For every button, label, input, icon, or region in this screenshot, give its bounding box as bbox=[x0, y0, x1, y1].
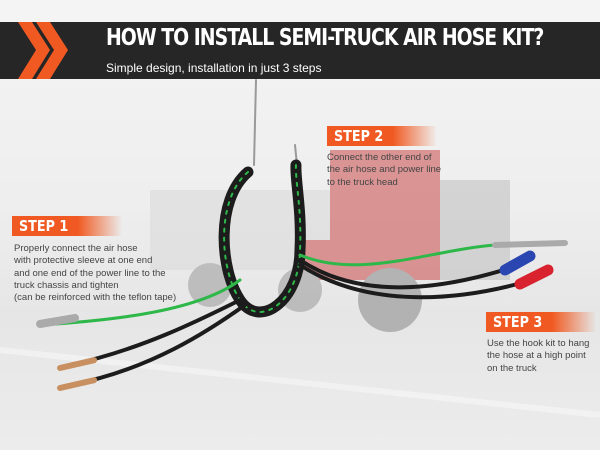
step-1-line: Properly connect the air hose bbox=[14, 243, 138, 254]
step-1-line: truck chassis and tighten bbox=[14, 279, 119, 291]
step-2-line: the air hose and power line bbox=[327, 164, 442, 176]
step-1-line: and one end of the power line to the bbox=[14, 267, 166, 279]
step-1-line: (can be reinforced with the teflon tape) bbox=[14, 292, 177, 304]
page-subtitle: Simple design, installation in just 3 st… bbox=[106, 61, 322, 75]
step-1-text: Properly connect the air hose with prote… bbox=[14, 243, 176, 304]
chevron-arrows-icon bbox=[18, 22, 68, 79]
step-2-text: Connect the other end of the air hose an… bbox=[327, 152, 441, 189]
step-1-line: with protective sleeve at one end bbox=[14, 255, 153, 267]
page-title: HOW TO INSTALL SEMI-TRUCK AIR HOSE KIT? bbox=[106, 25, 544, 51]
header-banner bbox=[0, 22, 600, 79]
step-2-line: to the truck head bbox=[327, 176, 398, 188]
step-3-line: the hose at a high point bbox=[487, 350, 586, 362]
step-3-line: Use the hook kit to hang bbox=[487, 338, 590, 349]
step-3-label-text: STEP 3 bbox=[493, 313, 543, 331]
step-3-line: on the truck bbox=[487, 362, 537, 374]
step-1-label-text: STEP 1 bbox=[19, 217, 69, 235]
hose-kit bbox=[36, 79, 568, 391]
step-2-label: STEP 2 bbox=[327, 126, 437, 146]
step-3-label: STEP 3 bbox=[486, 312, 596, 332]
step-2-line: Connect the other end of bbox=[327, 152, 432, 163]
step-1-label: STEP 1 bbox=[12, 216, 122, 236]
step-3-text: Use the hook kit to hang the hose at a h… bbox=[487, 338, 589, 375]
step-2-label-text: STEP 2 bbox=[334, 127, 384, 145]
